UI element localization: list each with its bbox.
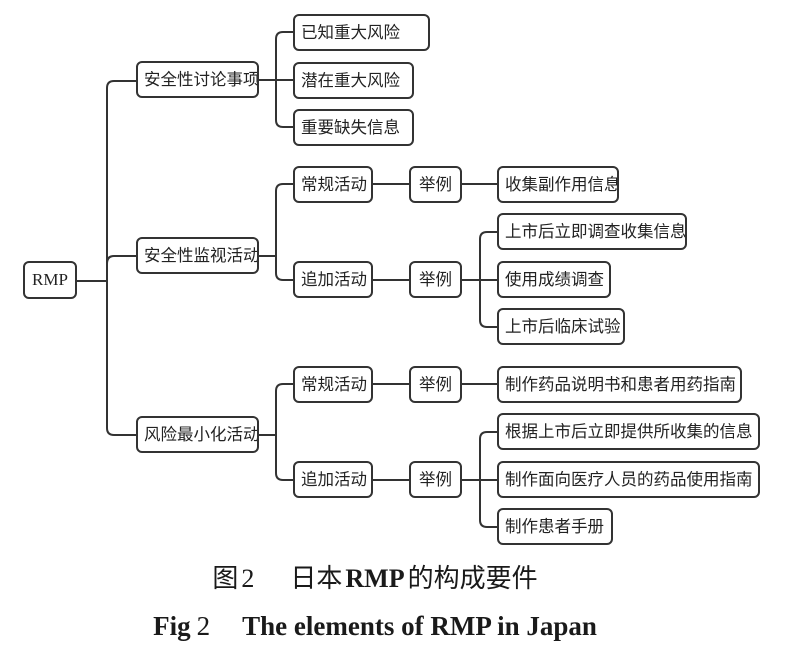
b2-routine-activity: 常规活动 (293, 166, 373, 203)
caption-cn-title-part: 日本 (290, 564, 343, 594)
caption-en-label-word: Fig (153, 611, 191, 641)
b3-additional-example-label: 举例 (409, 461, 462, 498)
branch-pharmacovigilance: 安全性监视活动 (136, 237, 259, 274)
connector-branch-1-fork (275, 31, 294, 128)
caption-en-number: 2 (196, 611, 211, 641)
b2-routine-example: 收集副作用信息 (497, 166, 619, 203)
root-node: RMP (23, 261, 77, 299)
branch-risk-minimization: 风险最小化活动 (136, 416, 259, 453)
item-missing-information: 重要缺失信息 (293, 109, 414, 146)
b3-additional-example: 根据上市后立即提供所收集的信息 (497, 413, 760, 450)
b2-additional-activity: 追加活动 (293, 261, 373, 298)
caption-cn-title-part: 的构成要件 (407, 564, 538, 594)
connector-branch-2-fork (275, 183, 294, 281)
b3-additional-example: 制作面向医疗人员的药品使用指南 (497, 461, 760, 498)
caption-cn-label-word: 图 (212, 564, 239, 594)
b2-additional-example: 上市后立即调查收集信息 (497, 213, 687, 250)
b3-additional-example: 制作患者手册 (497, 508, 613, 545)
connector-trunk (106, 80, 138, 436)
caption-cn-title-latin: RMP (345, 564, 405, 593)
item-important-potential-risk: 潜在重大风险 (293, 62, 414, 99)
branch-safety-specification: 安全性讨论事项 (136, 61, 259, 98)
caption-cn-number: 2 (241, 564, 255, 593)
connector-b2-additional-fork (479, 231, 498, 328)
connector-trunk-branch-2 (105, 255, 138, 265)
b3-routine-example-label: 举例 (409, 366, 462, 403)
b3-additional-activity: 追加活动 (293, 461, 373, 498)
b3-routine-activity: 常规活动 (293, 366, 373, 403)
b2-routine-example-label: 举例 (409, 166, 462, 203)
b2-additional-example-label: 举例 (409, 261, 462, 298)
b2-additional-example: 使用成绩调查 (497, 261, 611, 298)
connector-branch-3-fork (275, 383, 294, 481)
b3-routine-example: 制作药品说明书和患者用药指南 (497, 366, 742, 403)
b2-additional-example: 上市后临床试验 (497, 308, 625, 345)
connector-b3-additional-fork (479, 431, 498, 528)
item-important-identified-risk: 已知重大风险 (293, 14, 430, 51)
caption-en-title: The elements of RMP in Japan (242, 611, 597, 641)
